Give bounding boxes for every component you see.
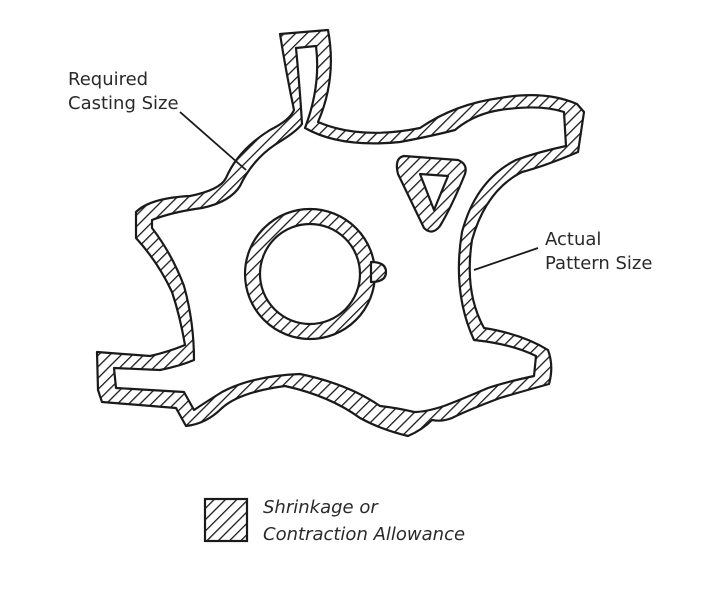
leader-required-casting <box>179 111 247 171</box>
legend-swatch <box>203 497 249 543</box>
legend-line-1: Shrinkage or <box>263 497 378 518</box>
triangular-cavity <box>395 154 467 233</box>
legend-line-2: Contraction Allowance <box>263 524 466 545</box>
actual-pattern-size-line-2: Pattern Size <box>545 253 653 274</box>
required-casting-size-label: Required Casting Size <box>68 68 179 116</box>
bore-inner-circle <box>258 222 362 326</box>
leader-actual-pattern <box>473 247 539 271</box>
required-casting-size-line-1: Required <box>68 69 149 90</box>
actual-pattern-size-line-1: Actual <box>545 229 602 250</box>
keyway-notch <box>369 260 388 284</box>
required-casting-size-line-2: Casting Size <box>68 93 179 114</box>
actual-pattern-size-label: Actual Pattern Size <box>545 228 652 276</box>
legend-text: Shrinkage or Contraction Allowance <box>263 494 465 548</box>
circular-bore <box>243 207 388 341</box>
triangle-inner <box>418 172 450 212</box>
